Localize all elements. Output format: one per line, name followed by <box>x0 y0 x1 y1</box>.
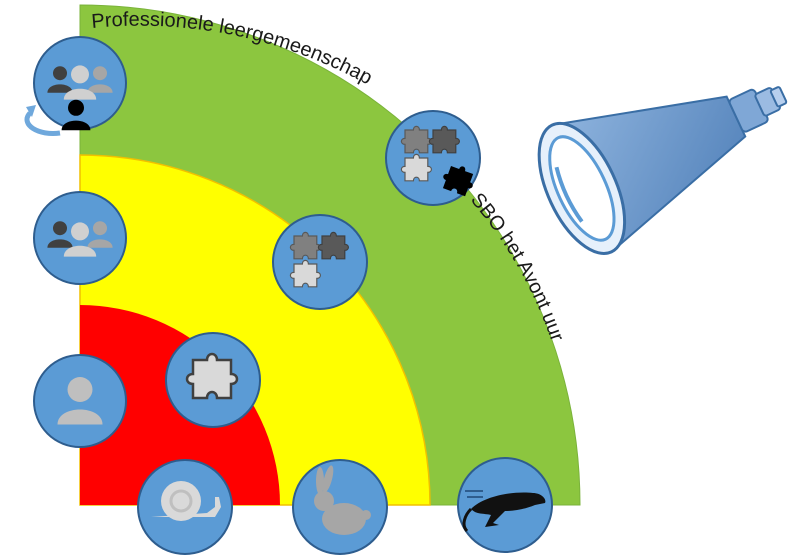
puzzle-four-icon <box>385 110 481 206</box>
person-icon <box>33 354 127 448</box>
rabbit-icon <box>292 459 388 555</box>
group-icon <box>33 191 127 285</box>
telescope-icon <box>537 86 788 256</box>
snail-icon <box>137 459 233 555</box>
puzzle-three-icon <box>272 214 368 310</box>
cheetah-icon <box>457 457 553 553</box>
team-rotate-icon <box>24 36 127 137</box>
puzzle-single-icon <box>165 332 261 428</box>
